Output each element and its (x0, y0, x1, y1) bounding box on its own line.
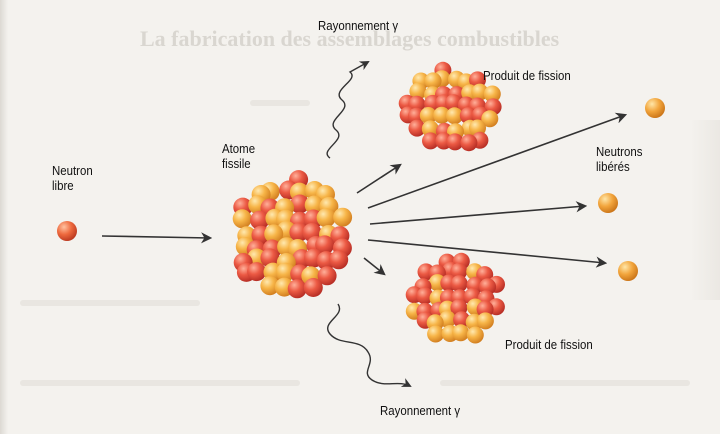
released-neutron (598, 193, 618, 213)
released-neutrons-label: Neutrons libérés (596, 144, 642, 174)
nucleon (467, 327, 484, 344)
released-neutrons-label-line2: libérés (596, 159, 642, 174)
gamma-ray-top (327, 62, 368, 158)
free-neutron-label-line1: Neutron (52, 163, 93, 178)
free-neutron (57, 221, 77, 241)
gamma-top-label: Rayonnement γ (318, 18, 398, 33)
released-neutron (645, 98, 665, 118)
nucleon (427, 326, 444, 343)
released-neutron (618, 261, 638, 281)
nucleon (288, 279, 307, 298)
nucleon (329, 250, 348, 269)
free-neutron-label: Neutron libre (52, 163, 93, 193)
arrow-to-top-product (357, 165, 400, 193)
gamma-ray-bottom (328, 304, 410, 386)
arrow-to-neutron-1 (368, 115, 625, 208)
incoming-neutron-arrow (102, 236, 210, 238)
arrow-to-neutron-2 (370, 206, 585, 224)
nucleon (247, 262, 266, 281)
fissile-atom-label-line1: Atome (222, 141, 255, 156)
nucleon (452, 324, 469, 341)
nucleon (333, 208, 352, 227)
gamma-bottom-label: Rayonnement γ (380, 403, 460, 418)
fission-product-top-label: Produit de fission (483, 68, 571, 83)
arrow-to-neutron-3 (368, 240, 605, 263)
fission-product-bottom-label: Produit de fission (505, 337, 593, 352)
nucleon (233, 209, 252, 228)
released-neutrons-label-line1: Neutrons (596, 144, 642, 159)
fissile-nucleus (233, 170, 352, 298)
nucleon (317, 208, 336, 227)
nucleon (477, 312, 494, 329)
free-neutron-label-line2: libre (52, 178, 93, 193)
nucleon (304, 278, 323, 297)
fissile-atom-label: Atome fissile (222, 141, 255, 171)
fissile-atom-label-line2: fissile (222, 156, 255, 171)
nucleon (460, 134, 477, 151)
arrow-to-bottom-product (364, 258, 384, 274)
fission-product-bottom (406, 253, 505, 344)
